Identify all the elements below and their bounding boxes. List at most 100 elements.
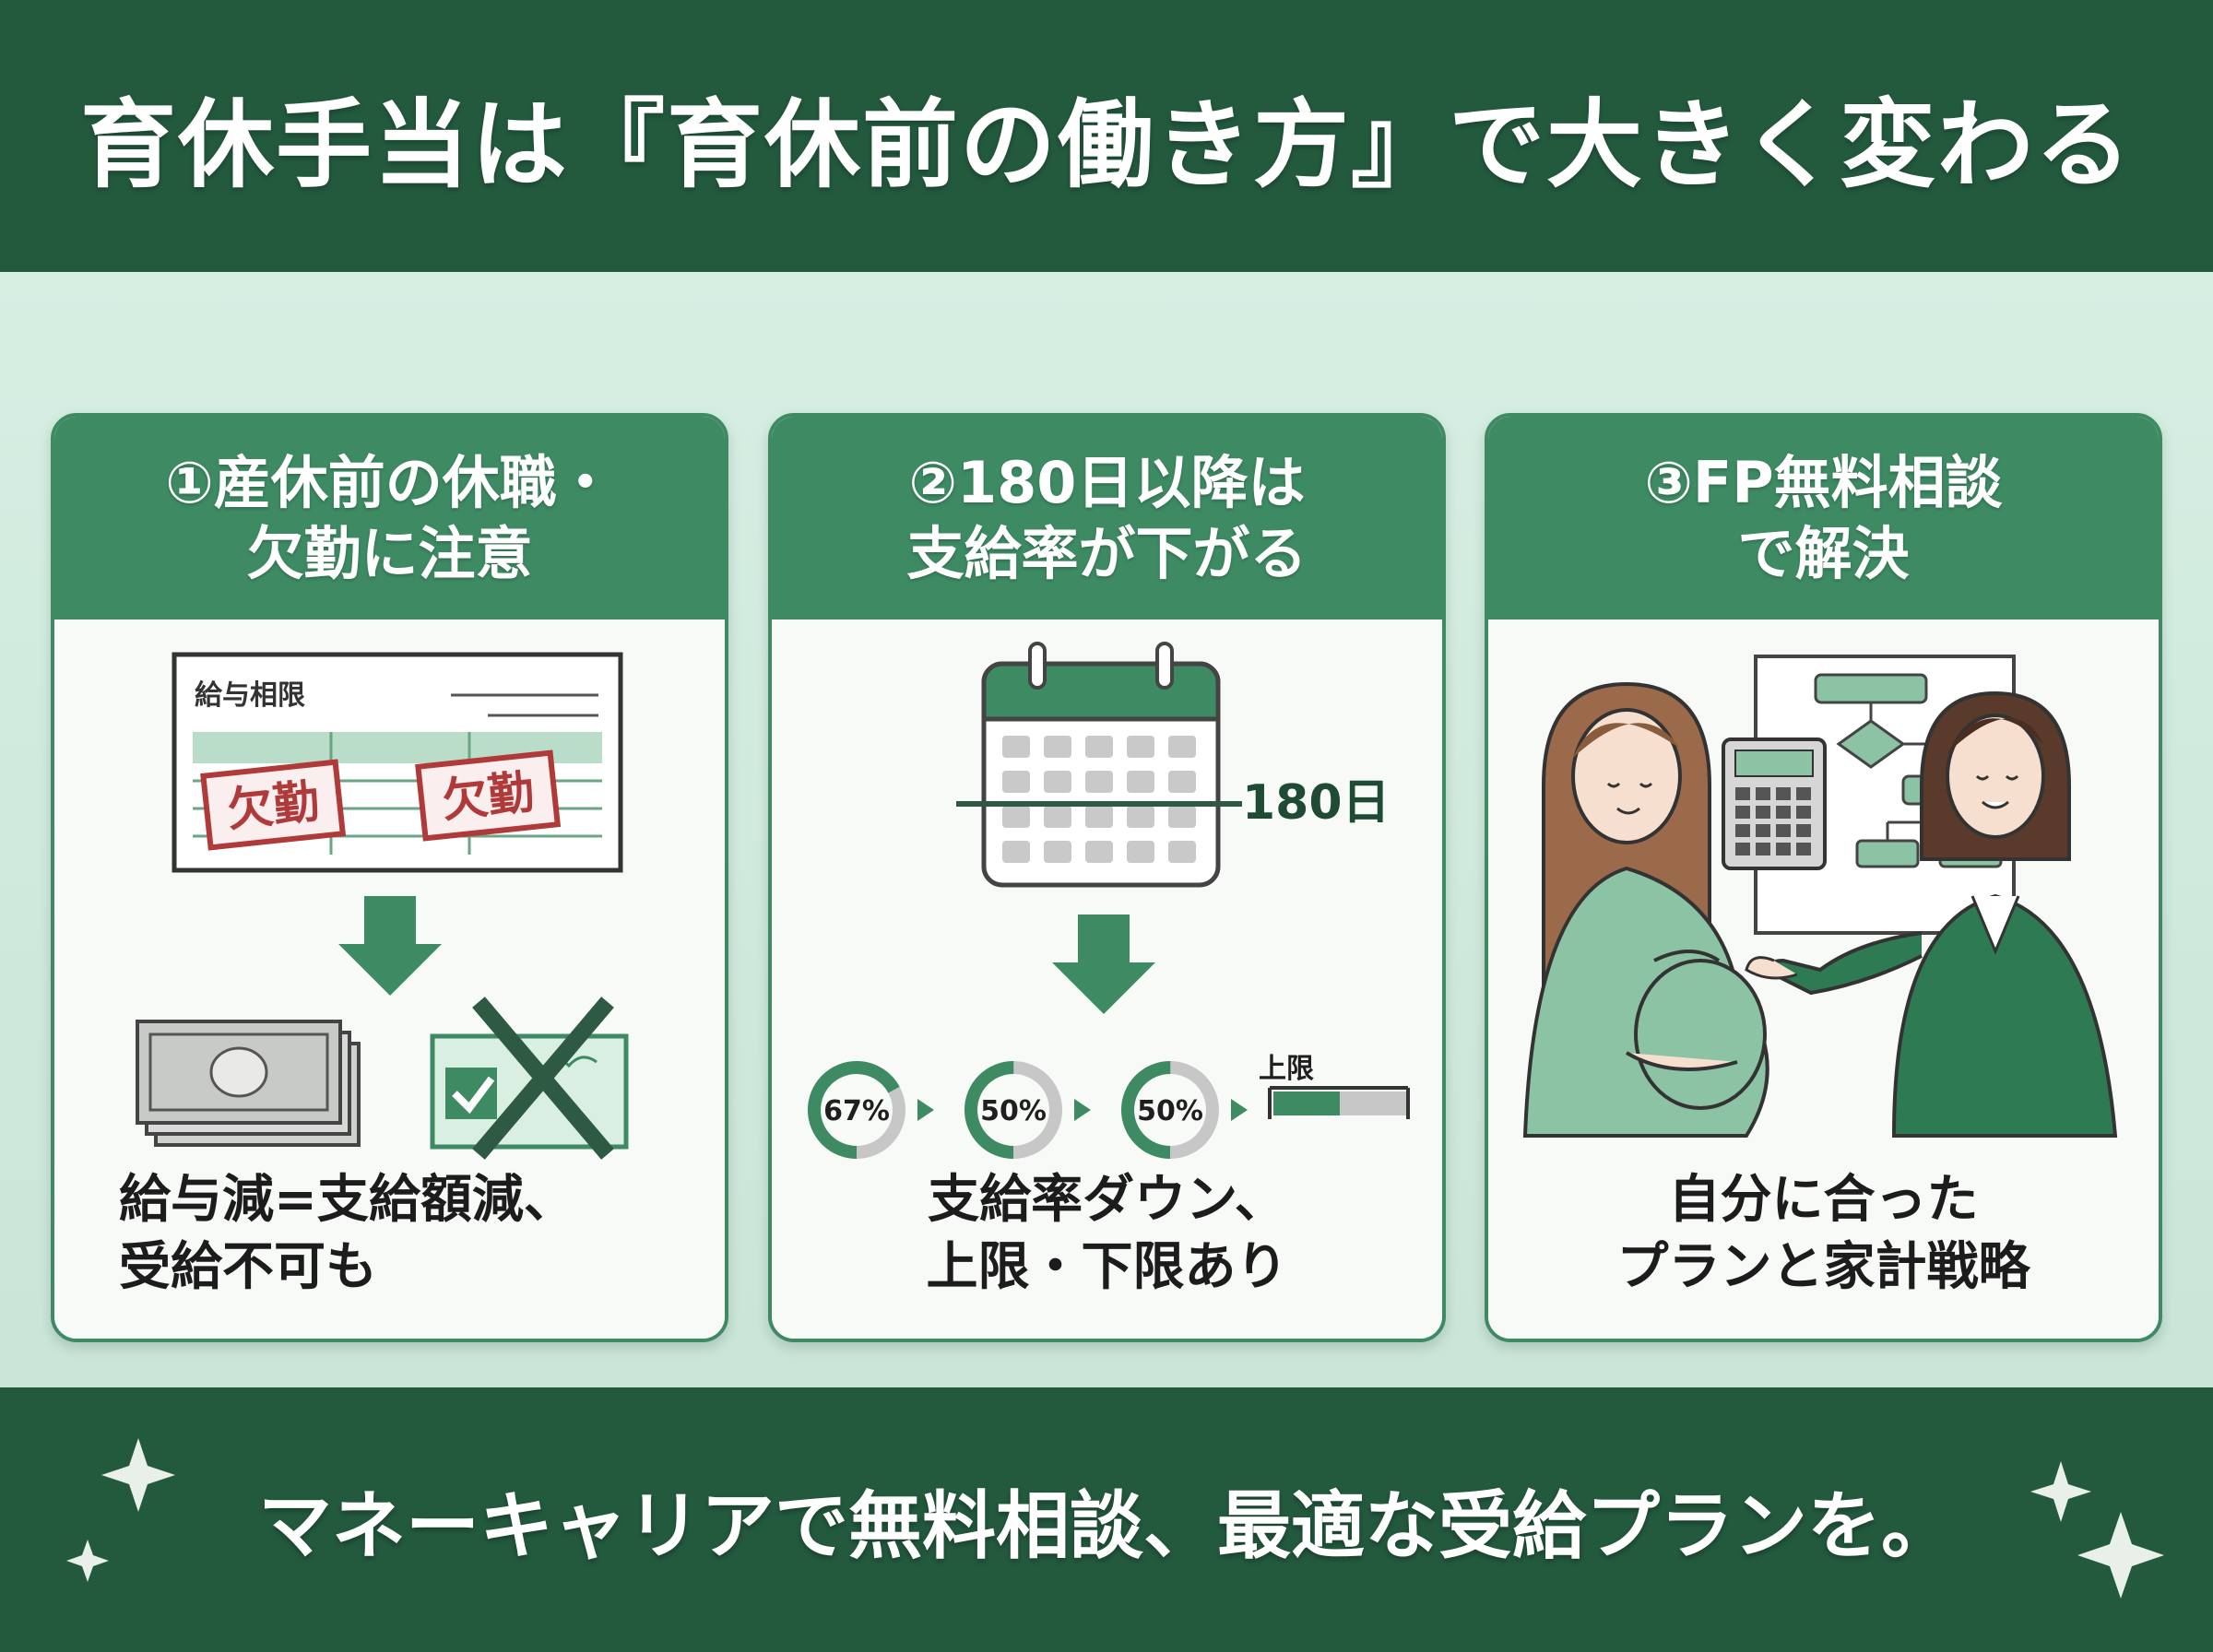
calendar-day-cell xyxy=(1127,771,1154,793)
card-title-line1: ②180日以降は xyxy=(908,448,1306,516)
card-title-line2: 支給率が下がる xyxy=(906,520,1308,587)
absence-stamp-icon: 欠勤 xyxy=(200,759,347,851)
calculator-key xyxy=(1756,806,1770,819)
banknote-icon xyxy=(136,1020,361,1147)
sparkle-icon xyxy=(2030,1461,2091,1522)
calculator-key xyxy=(1776,843,1791,856)
sparkle-icon xyxy=(101,1438,175,1512)
calendar-day-cell xyxy=(1168,736,1196,758)
calculator-keys xyxy=(1735,787,1811,856)
card-header: ③FP無料相談 で解決 xyxy=(1488,417,2159,620)
calculator-key xyxy=(1756,824,1770,837)
calculator-key xyxy=(1796,787,1811,800)
card-title-line2: 欠勤に注意 xyxy=(246,520,533,587)
arrow-down-icon xyxy=(1052,914,1155,1014)
calendar-day-cell xyxy=(1168,771,1196,793)
calendar-day-grid xyxy=(1002,736,1196,863)
desc-line2: プランと家計戦略 xyxy=(1616,1237,2030,1298)
advisor-figure xyxy=(1745,690,2118,1138)
calculator-key xyxy=(1776,806,1791,819)
desc-line1: 給与減=支給額減、 xyxy=(119,1170,575,1231)
calendar-day-cell xyxy=(1127,806,1154,828)
calendar-day-cell xyxy=(1002,736,1030,758)
card-rate-drop: ②180日以降は 支給率が下がる 180日 67% 50% 50% 上限 xyxy=(768,413,1446,1342)
arrow-down-icon xyxy=(338,896,442,996)
sparkle-icon xyxy=(66,1540,109,1582)
calculator-key xyxy=(1796,843,1811,856)
footer-cta-text: マネーキャリアで無料相談、最適な受給プランを。 xyxy=(258,1482,1955,1569)
desc-line1: 支給率ダウン、 xyxy=(928,1170,1286,1231)
rate-donut-arc xyxy=(808,1061,905,1159)
card-header: ②180日以降は 支給率が下がる xyxy=(772,417,1442,620)
calendar-day-cell xyxy=(1168,841,1196,863)
calendar-day-cell xyxy=(1127,736,1154,758)
card-fp-consultation: ③FP無料相談 で解決 xyxy=(1485,413,2162,1342)
cap-label: 上限 xyxy=(1259,1053,1314,1085)
rate-illustration: 180日 67% 50% 50% 上限 xyxy=(808,642,1410,1159)
rate-donut: 67% xyxy=(808,1061,905,1159)
calendar-day-cell xyxy=(1168,806,1196,828)
page-title: 育休手当は『育休前の働き方』で大きく変わる xyxy=(79,88,2133,201)
card-body: 給与相限 欠勤 欠勤 xyxy=(54,620,725,1339)
calendar-day-cell xyxy=(1044,806,1071,828)
rate-donut: 50% xyxy=(964,1061,1062,1159)
stamp-label: 欠勤 xyxy=(439,765,537,828)
calendar-day-cell xyxy=(1085,806,1113,828)
calculator-key xyxy=(1796,806,1811,819)
rate-donut-arc xyxy=(1121,1061,1219,1159)
calculator-key xyxy=(1735,824,1750,837)
calendar-day-cell xyxy=(1044,841,1071,863)
calculator-key xyxy=(1776,824,1791,837)
absence-illustration: 給与相限 欠勤 欠勤 xyxy=(136,652,629,1160)
calculator-key xyxy=(1796,824,1811,837)
arrow-right-icon xyxy=(917,1099,934,1121)
card-header: ①産休前の休職・ 欠勤に注意 xyxy=(54,417,725,620)
card-title-line1: ③FP無料相談 xyxy=(1644,448,2003,516)
card-absence-warning: ①産休前の休職・ 欠勤に注意 給与相限 欠勤 xyxy=(51,413,728,1342)
calendar-180-label: 180日 xyxy=(1242,775,1391,831)
rate-label: 50% xyxy=(1137,1095,1203,1127)
card-body: 自分に合った プランと家計戦略 xyxy=(1488,620,2159,1339)
calendar-day-cell xyxy=(1002,841,1030,863)
card-title-line2: で解決 xyxy=(1737,520,1910,587)
calculator-key xyxy=(1735,787,1750,800)
card-title-line1: ①産休前の休職・ xyxy=(165,448,614,516)
footer-banner: マネーキャリアで無料相談、最適な受給プランを。 xyxy=(0,1387,2213,1652)
calculator-key xyxy=(1735,806,1750,819)
desc-line2: 受給不可も xyxy=(119,1237,377,1298)
calculator-key xyxy=(1735,843,1750,856)
calendar-day-cell xyxy=(1127,841,1154,863)
calendar-day-cell xyxy=(1044,736,1071,758)
sparkle-decorations xyxy=(66,1438,2164,1599)
card-description: 給与減=支給額減、 受給不可も xyxy=(54,1167,725,1302)
stamp-label: 欠勤 xyxy=(224,774,322,837)
rate-donuts: 67% 50% 50% xyxy=(808,1061,1248,1159)
pregnant-woman-figure xyxy=(1522,681,1769,1138)
calendar-day-cell xyxy=(1044,771,1071,793)
header-banner: 育休手当は『育休前の働き方』で大きく変わる xyxy=(0,0,2213,272)
calculator-key xyxy=(1756,843,1770,856)
rate-donut: 50% xyxy=(1121,1061,1219,1159)
calendar-day-cell xyxy=(1085,841,1113,863)
absence-stamp-icon: 欠勤 xyxy=(415,749,562,842)
card-body: 180日 67% 50% 50% 上限 支給率ダウン、 上限・下限あり xyxy=(772,620,1442,1339)
approval-card-crossed-icon xyxy=(430,997,629,1160)
doc-label: 給与相限 xyxy=(195,679,305,712)
sparkle-icon xyxy=(2077,1512,2164,1599)
rate-label: 67% xyxy=(823,1095,890,1127)
arrow-right-icon xyxy=(1231,1099,1248,1121)
consultation-illustration xyxy=(1522,655,2118,1138)
cap-bar xyxy=(1268,1086,1410,1119)
calculator-key xyxy=(1776,787,1791,800)
calculator-key xyxy=(1756,787,1770,800)
desc-line1: 自分に合った xyxy=(1668,1170,1979,1231)
calendar-day-cell xyxy=(1002,806,1030,828)
card-description: 自分に合った プランと家計戦略 xyxy=(1488,1167,2159,1302)
rate-label: 50% xyxy=(980,1095,1047,1127)
rate-donut-arc xyxy=(964,1061,1062,1159)
arrow-right-icon xyxy=(1074,1099,1091,1121)
desc-line2: 上限・下限あり xyxy=(926,1237,1288,1298)
calendar-day-cell xyxy=(1085,771,1113,793)
calendar-day-cell xyxy=(1002,771,1030,793)
card-description: 支給率ダウン、 上限・下限あり xyxy=(772,1167,1442,1302)
